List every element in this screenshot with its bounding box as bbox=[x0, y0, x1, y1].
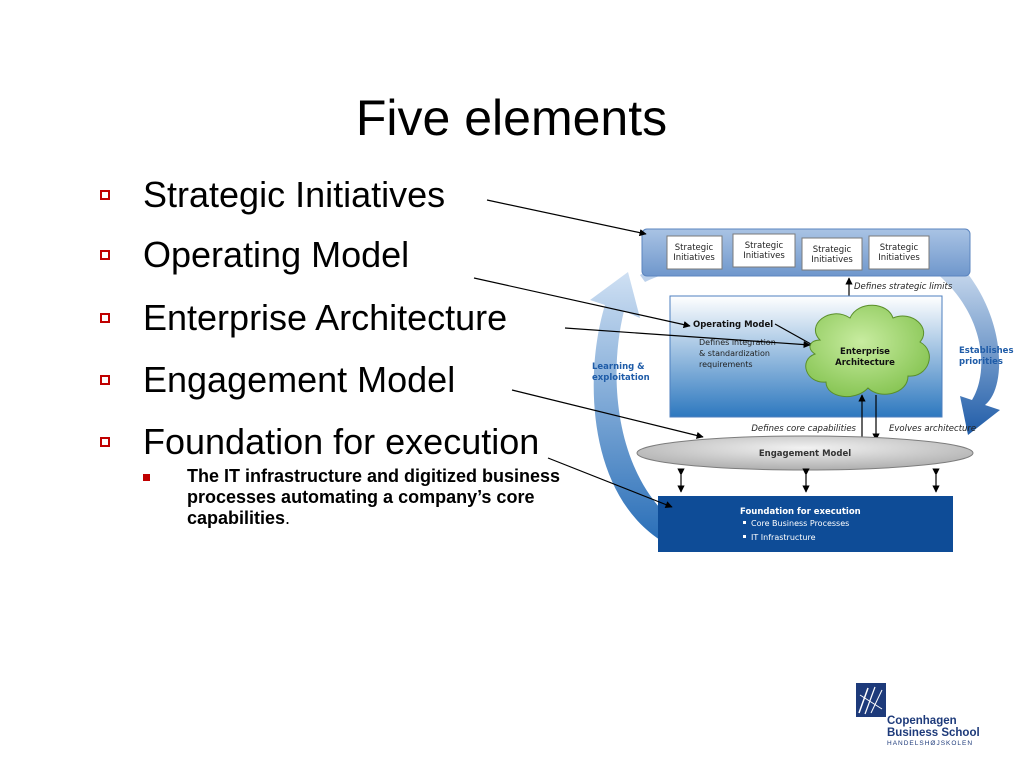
connector-operating-model bbox=[473, 277, 691, 329]
establishes-label-2: priorities bbox=[959, 357, 1003, 367]
bullet-list: Strategic Initiatives Operating Model En… bbox=[0, 0, 620, 600]
establishes-label-1: Establishes bbox=[959, 346, 1014, 356]
bullet-label: Strategic Initiatives bbox=[143, 174, 446, 215]
sub-bullet-text: The IT infrastructure and digitized busi… bbox=[187, 466, 561, 528]
foundation-box bbox=[658, 496, 953, 552]
cbs-logo-mark-icon bbox=[856, 683, 886, 717]
establishes-priorities-arrow bbox=[930, 250, 1000, 435]
strategic-initiative-box-1 bbox=[666, 235, 723, 270]
operating-model-desc-2: & standardization bbox=[699, 349, 770, 358]
bullet-square-icon bbox=[100, 190, 110, 200]
learning-label-2: exploitation bbox=[592, 373, 650, 383]
strategic-initiative-box-4 bbox=[868, 235, 930, 270]
strategic-initiative-box-3 bbox=[801, 237, 863, 271]
bullet-label: Foundation for execution bbox=[143, 421, 540, 462]
slide-title: Five elements bbox=[355, 90, 668, 146]
sub-bullet-square-icon bbox=[143, 474, 150, 481]
learning-exploitation-arrow bbox=[590, 272, 672, 540]
engagement-model-label: Engagement Model bbox=[759, 449, 851, 459]
foundation-title: Foundation for execution bbox=[740, 507, 861, 517]
bullet-label: Enterprise Architecture bbox=[143, 297, 508, 338]
bullet-label: Operating Model bbox=[143, 234, 410, 275]
operating-model-desc-3: requirements bbox=[699, 360, 753, 369]
logo-line-2: Business School bbox=[887, 727, 980, 739]
bullet-square-icon bbox=[100, 437, 110, 447]
connector-foundation bbox=[547, 457, 673, 508]
foundation-item-2: IT Infrastructure bbox=[751, 533, 816, 542]
learning-label-1: Learning & bbox=[592, 362, 645, 372]
defines-strategic-limits-label: Defines strategic limits bbox=[854, 282, 953, 292]
evolves-architecture-label: Evolves architecture bbox=[889, 424, 976, 434]
bullet-square-icon bbox=[100, 375, 110, 385]
connector-engagement-model bbox=[511, 389, 704, 439]
foundation-bullet-1-icon bbox=[743, 521, 746, 524]
operating-model-title: Operating Model bbox=[693, 320, 773, 330]
bullet-square-icon bbox=[100, 313, 110, 323]
ea-label-1: Enterprise bbox=[840, 347, 890, 357]
connector-strategic-initiatives bbox=[486, 199, 647, 237]
cbs-logo: Copenhagen Business School HANDELSHØJSKO… bbox=[856, 683, 980, 753]
strategic-initiative-box-2 bbox=[732, 233, 796, 268]
defines-core-capabilities-label: Defines core capabilities bbox=[751, 424, 856, 434]
foundation-bullet-2-icon bbox=[743, 535, 746, 538]
connector-enterprise-architecture bbox=[564, 327, 811, 349]
bullet-label: Engagement Model bbox=[143, 359, 456, 400]
logo-line-1: Copenhagen bbox=[887, 715, 957, 727]
ea-label-2: Architecture bbox=[835, 358, 895, 368]
logo-line-3: HANDELSHØJSKOLEN bbox=[887, 740, 974, 747]
foundation-item-1: Core Business Processes bbox=[751, 519, 849, 528]
enterprise-architecture-cloud bbox=[805, 304, 930, 398]
bullet-square-icon bbox=[100, 250, 110, 260]
operating-model-desc-1: Defines integration bbox=[699, 338, 776, 347]
